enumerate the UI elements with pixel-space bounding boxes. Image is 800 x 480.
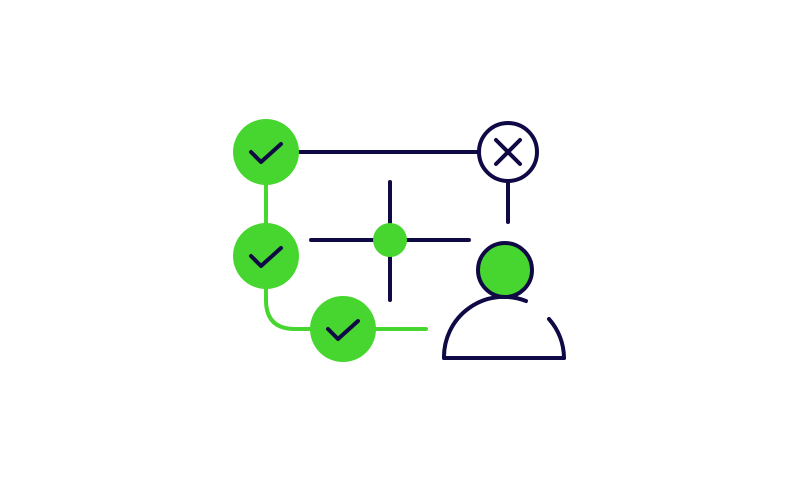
navy-connectors xyxy=(297,150,510,302)
checkmark-icon xyxy=(233,223,299,289)
crosshair-node-icon xyxy=(373,223,407,257)
user-icon xyxy=(441,241,566,360)
checkmark-icon xyxy=(310,296,376,362)
checkmark-icon xyxy=(233,119,299,185)
x-icon xyxy=(477,121,539,183)
